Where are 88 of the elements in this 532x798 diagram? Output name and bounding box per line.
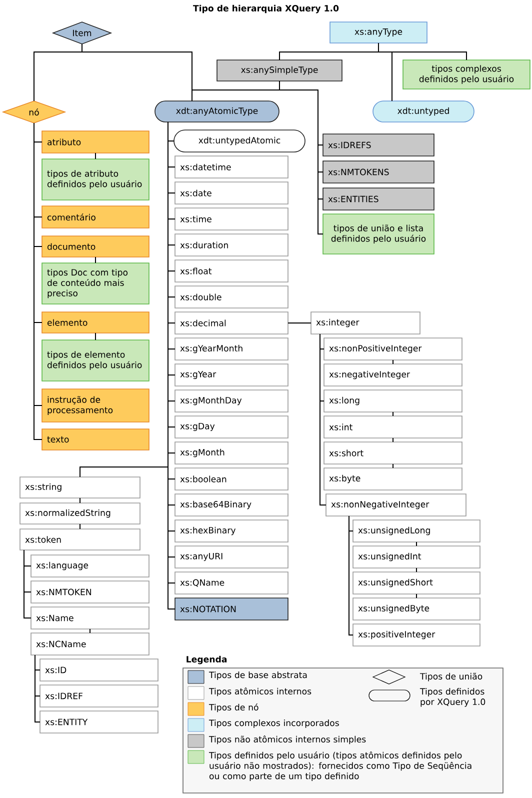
legend-text: Tipos complexos incorporados [208, 720, 339, 728]
type-box: xs:IDREFS [322, 134, 434, 156]
connector-line [279, 80, 324, 234]
connector-line [378, 42, 392, 102]
type-box: xs:gMonth [174, 442, 288, 464]
type-box: xs:decimal [174, 312, 288, 334]
type-box: xs:duration [174, 234, 288, 256]
type-box: xs:unsignedByte [352, 598, 480, 620]
type-box: xs:byte [324, 468, 462, 490]
type-pill: xdt:untyped [372, 100, 474, 122]
type-box: xs:long [324, 390, 462, 412]
type-box: atributo [42, 130, 150, 154]
type-box: xs:NCName [30, 632, 150, 656]
type-box: xs:integer [310, 312, 420, 334]
type-box: xs:short [324, 442, 462, 464]
connector-line [24, 550, 32, 618]
type-box: xs:anyURI [174, 546, 288, 568]
type-pill: xdt:untypedAtomic [174, 130, 306, 152]
type-box: xs:hexBinary [174, 520, 288, 542]
connector-line [288, 322, 312, 324]
connector-line [416, 594, 417, 598]
type-box: xs:unsignedShort [352, 572, 480, 594]
type-box: xs:boolean [174, 468, 288, 490]
title: Tipo de hierarquia XQuery 1.0 [193, 4, 339, 14]
connector-line [95, 152, 96, 160]
type-box: tipos de atributo definidos pelo usuário [42, 158, 150, 200]
type-box: instrução de processamento [42, 388, 150, 422]
connector-line [95, 332, 96, 340]
type-box: xs:gMonthDay [174, 390, 288, 412]
type-box: xs:language [30, 554, 150, 578]
connector-line [392, 360, 394, 364]
legend-text: Tipos atômicos internos [208, 688, 312, 696]
type-box: comentário [42, 206, 150, 228]
type-box: xs:NMTOKENS [322, 160, 434, 184]
connector-line [348, 516, 354, 636]
type-box: documento [42, 236, 150, 258]
type-box: xs:date [174, 182, 288, 204]
type-box: xs:double [174, 286, 288, 308]
type-box: xs:float [174, 260, 288, 282]
type-box: xs:QName [174, 572, 288, 594]
type-box: xs:int [324, 416, 462, 438]
connector-line [416, 568, 417, 572]
type-box: elemento [42, 312, 150, 334]
type-box: xs:IDREF [40, 684, 158, 708]
type-box: xs:string [20, 476, 140, 498]
legend-text: Tipos de base abstrata [208, 672, 307, 680]
type-box: xs:time [174, 208, 288, 230]
type-box: tipos Doc com tipo de conteúdo mais preciso [42, 262, 150, 304]
type-box: xs:anySimpleType [216, 60, 342, 82]
connector-line [392, 464, 394, 468]
legend-text: Tipos de nó [208, 704, 258, 712]
legend-title: Legenda [186, 656, 227, 664]
type-box: tipos complexos definidos pelo usuário [402, 60, 530, 90]
type-box: xs:Name [30, 606, 150, 630]
type-box: xs:token [20, 528, 140, 550]
type-box: xs:normalizedString [20, 502, 140, 524]
type-box: xs:nonNegativeInteger [326, 494, 466, 516]
connector-line [95, 256, 96, 264]
legend-text: Tipos definidos pelo usuário (tipos atômicos definidos pelo usuário não mostrados): fornecidos como Tipo de Seqüência ou como parte de um tipo definido [208, 752, 472, 781]
type-box: xs:datetime [174, 156, 288, 178]
type-box: tipos de união e lista definidos pelo usuário [322, 214, 434, 254]
type-box: xs:base64Binary [174, 494, 288, 516]
type-box: xs:gDay [174, 416, 288, 438]
type-box: xs:nonPositiveInteger [324, 338, 462, 360]
type-box: xs:unsignedInt [352, 546, 480, 568]
connector-line [34, 654, 40, 722]
type-pill: xdt:anyAtomicType [154, 100, 280, 122]
legend-text: Tipos não atômicos internos simples [208, 736, 366, 744]
type-box: xs:gYearMonth [174, 338, 288, 360]
type-box: xs:ID [40, 658, 158, 682]
type-box: texto [42, 428, 150, 450]
connector-line [392, 438, 394, 442]
connector-line [416, 542, 417, 546]
type-box: xs:ENTITIES [322, 188, 434, 210]
type-box: xs:negativeInteger [324, 364, 462, 386]
type-box: xs:NOTATION [174, 598, 288, 620]
type-box: xs:gYear [174, 364, 288, 386]
legend-text: Tipos definidos por XQuery 1.0 [420, 688, 486, 707]
connector-line [320, 334, 326, 506]
type-box: xs:NMTOKEN [30, 580, 150, 604]
type-box: xs:ENTITY [40, 710, 158, 734]
legend-text: Tipos de união [420, 672, 482, 682]
connector-line [80, 122, 168, 478]
type-box: xs:unsignedLong [352, 520, 480, 542]
type-box: tipos de elemento definidos pelo usuário [42, 340, 150, 382]
connector-line [392, 412, 394, 416]
type-box: xs:positiveInteger [352, 624, 480, 646]
type-box: xs:anyType [330, 22, 428, 44]
